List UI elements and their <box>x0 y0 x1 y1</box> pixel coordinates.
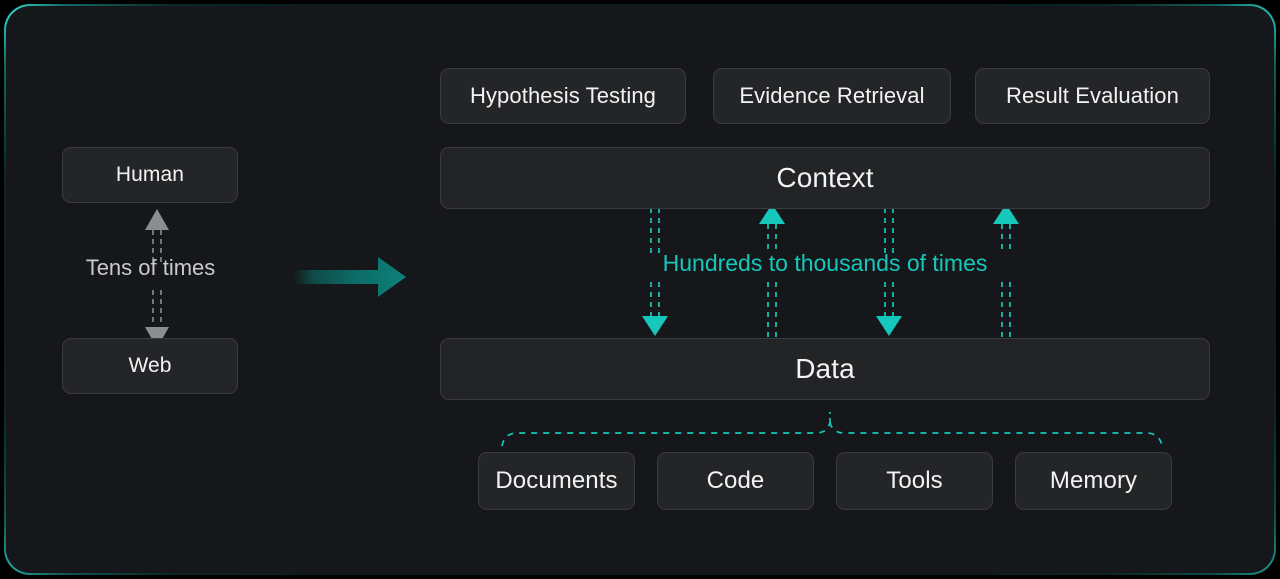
task-label: Hypothesis Testing <box>469 83 657 108</box>
diagram-panel: Hypothesis Testing Evidence Retrieval Re… <box>6 6 1274 573</box>
box-label: Context <box>776 162 874 193</box>
task-label: Evidence Retrieval <box>739 83 925 108</box>
data-sources-brace <box>501 412 1163 447</box>
box-context[interactable]: Context <box>440 147 1210 209</box>
task-box-hypothesis-testing[interactable]: Hypothesis Testing <box>440 68 686 124</box>
box-human[interactable]: Human <box>62 147 238 203</box>
box-web[interactable]: Web <box>62 338 238 394</box>
data-source-box-memory[interactable]: Memory <box>1015 452 1172 510</box>
data-source-box-tools[interactable]: Tools <box>836 452 993 510</box>
data-source-label: Memory <box>1049 467 1138 494</box>
hundreds-to-thousands-label: Hundreds to thousands of times <box>662 250 988 276</box>
data-source-label: Code <box>706 467 765 494</box>
data-source-box-documents[interactable]: Documents <box>478 452 635 510</box>
box-label: Human <box>115 163 185 186</box>
box-label: Web <box>128 354 172 377</box>
task-box-result-evaluation[interactable]: Result Evaluation <box>975 68 1210 124</box>
task-label: Result Evaluation <box>1006 83 1179 108</box>
tens-of-times-label: Tens of times <box>85 255 216 280</box>
data-source-label: Tools <box>886 467 943 494</box>
box-data[interactable]: Data <box>440 338 1210 400</box>
panel-gradient-border: Hypothesis Testing Evidence Retrieval Re… <box>4 4 1276 575</box>
box-label: Data <box>795 353 855 384</box>
flow-arrow <box>293 257 406 297</box>
data-source-box-code[interactable]: Code <box>657 452 814 510</box>
task-box-evidence-retrieval[interactable]: Evidence Retrieval <box>713 68 951 124</box>
data-source-label: Documents <box>495 467 618 494</box>
